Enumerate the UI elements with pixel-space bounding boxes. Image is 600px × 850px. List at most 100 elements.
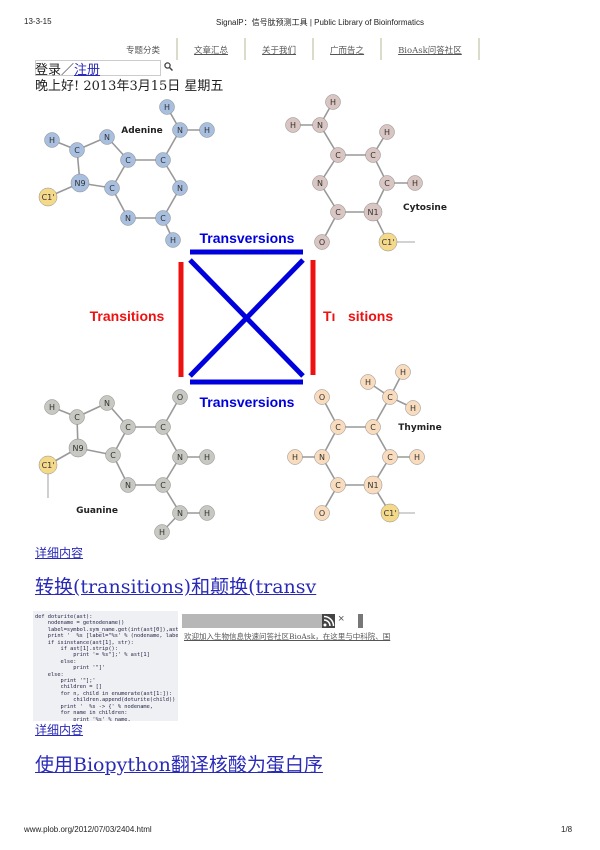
post-thumbnail: def doturite(ast): nodename = getnodenam…: [33, 611, 178, 721]
atom: [409, 449, 425, 465]
atom: [38, 455, 58, 475]
atom: [382, 449, 398, 465]
atom-label: H: [290, 121, 296, 130]
print-date: 13-3-15: [24, 17, 52, 26]
atom: [395, 364, 411, 380]
atom: [365, 147, 381, 163]
atom-label: N: [125, 214, 131, 223]
atom: [105, 447, 121, 463]
read-more-link[interactable]: 详细内容: [35, 723, 84, 737]
atom-label: C: [335, 423, 341, 432]
nav-ads[interactable]: 广而告之: [314, 38, 383, 60]
atom-label: H: [164, 103, 170, 112]
post-title-link[interactable]: 使用Biopython翻译核酸为蛋白序: [35, 754, 323, 776]
atom: [330, 419, 346, 435]
atom-label: C1': [42, 461, 55, 470]
atom: [312, 175, 328, 191]
atom-label: H: [330, 98, 336, 107]
nav-about[interactable]: 关于我们: [246, 38, 315, 60]
atom: [172, 122, 188, 138]
atom: [155, 419, 171, 435]
atom-label: H: [292, 453, 298, 462]
atom: [360, 374, 376, 390]
atom-label: N: [177, 509, 183, 518]
atom-label: H: [159, 528, 165, 537]
atom-label: H: [204, 126, 210, 135]
atom: [312, 117, 328, 133]
atom: [172, 505, 188, 521]
atom: [199, 449, 215, 465]
notice-bar: [182, 614, 323, 628]
atom: [379, 124, 395, 140]
search-icon[interactable]: [164, 62, 173, 71]
atom-label: N: [177, 453, 183, 462]
atom: [69, 142, 85, 158]
atom-label: N1: [367, 208, 378, 217]
atom: [379, 175, 395, 191]
nav-topics[interactable]: 专题分类: [110, 38, 179, 60]
atom-label: C: [160, 481, 166, 490]
molecule-name: Adenine: [121, 126, 163, 136]
login-area: 登录／注册: [35, 59, 100, 78]
read-more-link[interactable]: 详细内容: [35, 546, 84, 560]
atom: [407, 175, 423, 191]
atom-label: H: [49, 403, 55, 412]
atom-label: C: [335, 208, 341, 217]
atom-label: C: [110, 451, 116, 460]
atom-label: C: [387, 393, 393, 402]
atom: [44, 399, 60, 415]
rss-icon[interactable]: [322, 614, 335, 628]
atom: [165, 232, 181, 248]
login-link[interactable]: 登录／: [35, 63, 75, 78]
atom: [172, 180, 188, 196]
post-title-link[interactable]: 转换(transitions)和颠换(transv: [35, 576, 317, 598]
atom: [382, 389, 398, 405]
atom: [199, 505, 215, 521]
main-nav: 专题分类 文章汇总 关于我们 广而告之 BioAsk问答社区: [110, 38, 480, 60]
atom-label: C: [125, 423, 131, 432]
search-input[interactable]: [35, 60, 161, 76]
atom: [330, 477, 346, 493]
transversions-label-top: Transversions: [200, 230, 295, 246]
atom-label: H: [400, 368, 406, 377]
atom-label: N1: [367, 481, 378, 490]
transitions-label-right: Tı: [323, 308, 335, 324]
atom-label: C: [160, 214, 166, 223]
transversion-line-diagonal: [188, 258, 305, 378]
atom-label: C1': [382, 238, 395, 247]
atom-label: N: [104, 399, 110, 408]
notice-text[interactable]: 欢迎加入生物信息快速问答社区BioAsk，在这里与中科院、国: [184, 632, 391, 641]
atom: [99, 129, 115, 145]
atom: [155, 210, 171, 226]
atom: [120, 210, 136, 226]
atom-label: C1': [384, 509, 397, 518]
atom: [44, 132, 60, 148]
atom-label: H: [365, 378, 371, 387]
atom-label: C: [125, 156, 131, 165]
atom: [378, 232, 398, 252]
atom: [38, 187, 58, 207]
notice-scrollbar[interactable]: [358, 614, 363, 628]
atom: [287, 449, 303, 465]
atom: [199, 122, 215, 138]
atom: [363, 202, 383, 222]
close-icon[interactable]: ×: [338, 613, 345, 625]
atom-label: N: [319, 453, 325, 462]
nav-bioask[interactable]: BioAsk问答社区: [382, 38, 480, 60]
atom: [159, 99, 175, 115]
nav-articles[interactable]: 文章汇总: [178, 38, 247, 60]
atom: [365, 419, 381, 435]
transversions-label-bottom: Transversions: [200, 394, 295, 410]
atom: [172, 389, 188, 405]
atom: [120, 477, 136, 493]
code-snippet: def doturite(ast): nodename = getnodenam…: [33, 611, 178, 721]
atom-label: N: [177, 184, 183, 193]
atom-label: H: [204, 453, 210, 462]
atom: [104, 180, 120, 196]
atom: [380, 503, 400, 523]
register-link[interactable]: 注册: [74, 63, 101, 78]
